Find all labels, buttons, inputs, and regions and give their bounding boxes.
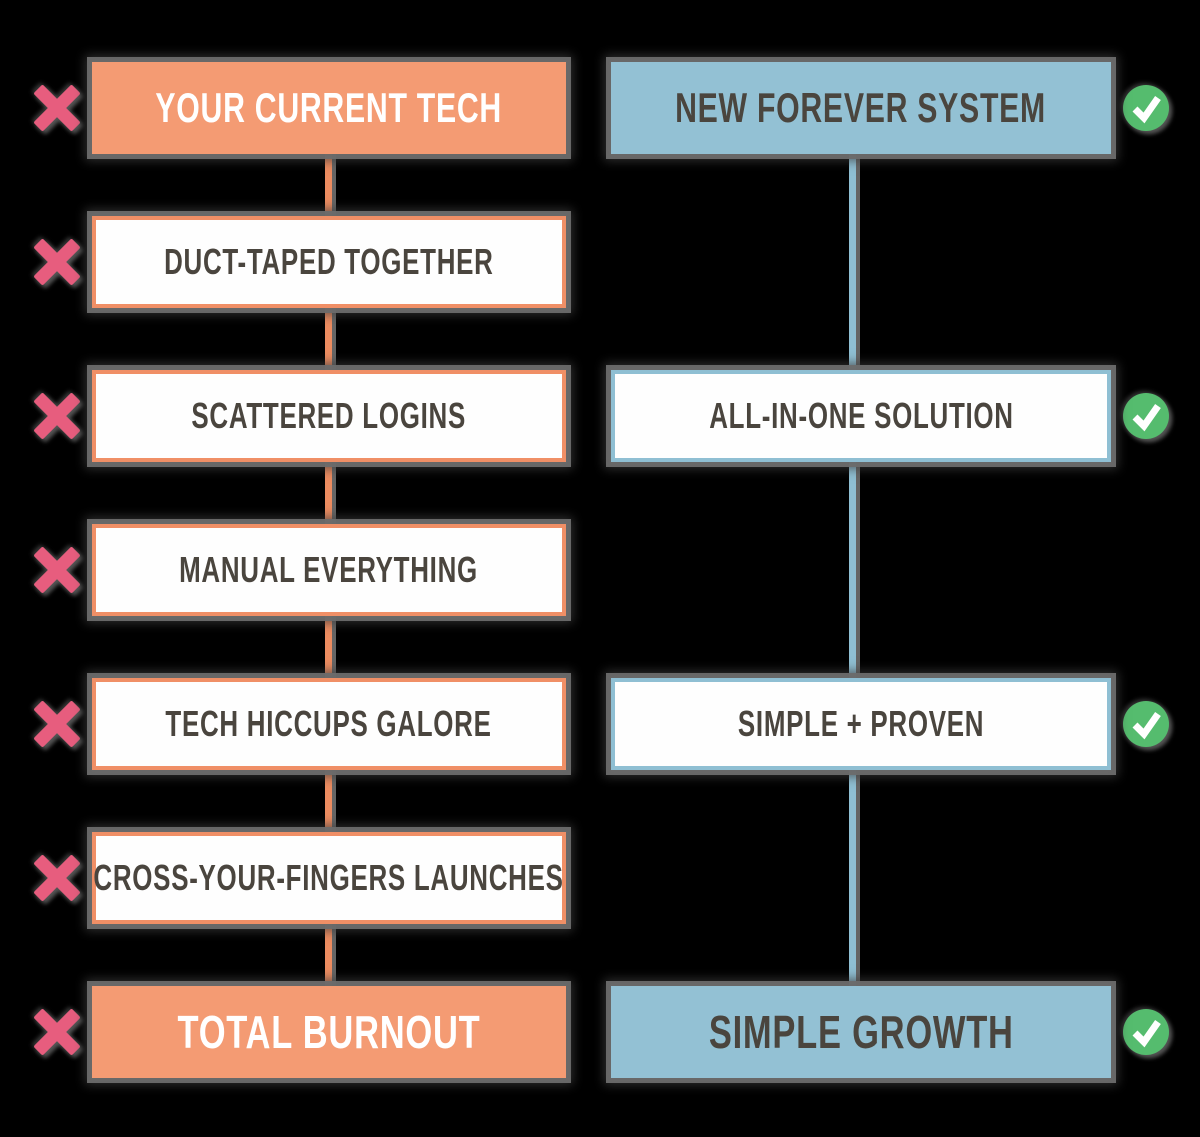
right-connector-line [849, 150, 856, 374]
right-header-box: NEW FOREVER SYSTEM [611, 62, 1111, 154]
left-item-box: SCATTERED LOGINS [92, 370, 566, 462]
left-footer-label: TOTAL BURNOUT [177, 1006, 481, 1058]
left-connector-line [325, 304, 332, 374]
right-footer-box: SIMPLE GROWTH [611, 986, 1111, 1078]
x-icon [34, 547, 80, 593]
right-item-box: SIMPLE + PROVEN [611, 678, 1111, 770]
left-item-box: MANUAL EVERYTHING [92, 524, 566, 616]
x-icon [34, 855, 80, 901]
check-icon [1123, 85, 1169, 131]
left-item-box: TECH HICCUPS GALORE [92, 678, 566, 770]
x-icon [34, 85, 80, 131]
left-connector-line [325, 458, 332, 528]
left-item-label: TECH HICCUPS GALORE [165, 703, 493, 744]
x-icon [34, 393, 80, 439]
left-item-box: CROSS-YOUR-FINGERS LAUNCHES [92, 832, 566, 924]
x-icon [34, 239, 80, 285]
left-connector-line [325, 150, 332, 220]
left-item-label: MANUAL EVERYTHING [179, 549, 479, 590]
right-connector-line [849, 766, 856, 990]
left-connector-line [325, 612, 332, 682]
check-icon [1123, 701, 1169, 747]
right-item-label: ALL-IN-ONE SOLUTION [708, 395, 1014, 436]
x-icon [34, 1009, 80, 1055]
left-item-label: DUCT-TAPED TOGETHER [164, 241, 494, 282]
right-connector-line [849, 458, 856, 682]
right-header-label: NEW FOREVER SYSTEM [675, 84, 1047, 131]
check-icon [1123, 1009, 1169, 1055]
left-connector-line [325, 766, 332, 836]
left-item-label: SCATTERED LOGINS [191, 395, 467, 436]
right-footer-label: SIMPLE GROWTH [708, 1006, 1014, 1058]
right-item-box: ALL-IN-ONE SOLUTION [611, 370, 1111, 462]
left-item-box: DUCT-TAPED TOGETHER [92, 216, 566, 308]
x-icon [34, 701, 80, 747]
left-item-label: CROSS-YOUR-FINGERS LAUNCHES [93, 857, 565, 898]
check-icon [1123, 393, 1169, 439]
left-header-box: YOUR CURRENT TECH [92, 62, 566, 154]
left-connector-line [325, 920, 332, 990]
left-header-label: YOUR CURRENT TECH [155, 84, 503, 131]
left-footer-box: TOTAL BURNOUT [92, 986, 566, 1078]
right-item-label: SIMPLE + PROVEN [737, 703, 985, 744]
